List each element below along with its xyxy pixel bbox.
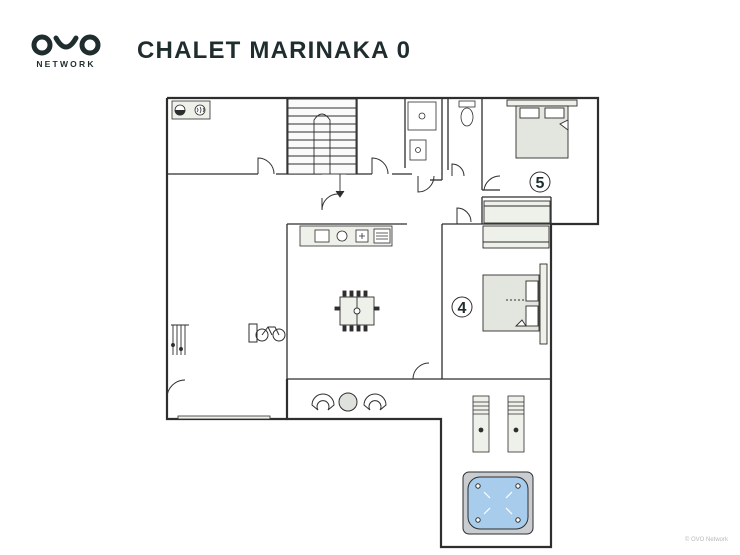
hot-tub-icon <box>462 471 534 535</box>
ovo-logo-icon <box>31 34 101 56</box>
ski-rack-icon <box>171 324 189 355</box>
bed-room-4 <box>482 263 548 345</box>
washer-dryer-icon <box>171 100 211 120</box>
dining-table <box>334 290 380 332</box>
room-number-5: 5 <box>536 175 545 192</box>
kitchen-counter <box>299 225 393 247</box>
room-4-label: 4 <box>451 296 473 318</box>
page-title: CHALET MARINAKA 0 <box>137 37 412 64</box>
room-number-4: 4 <box>458 300 467 317</box>
wardrobe-room-5 <box>483 200 551 224</box>
staircase <box>287 98 357 198</box>
sun-loungers <box>472 395 525 453</box>
wardrobe-room-4 <box>482 225 550 249</box>
room-5-label: 5 <box>529 171 551 193</box>
terrace-furniture <box>311 392 387 412</box>
copyright-text: © OVO Network <box>684 537 728 543</box>
sliding-door <box>177 415 271 420</box>
bathroom-fixtures <box>407 100 476 161</box>
bed-room-5 <box>506 99 578 159</box>
brand-name: NETWORK <box>36 59 96 69</box>
interior-walls <box>167 98 552 380</box>
doors <box>166 157 501 399</box>
bicycle-icon <box>248 323 286 343</box>
